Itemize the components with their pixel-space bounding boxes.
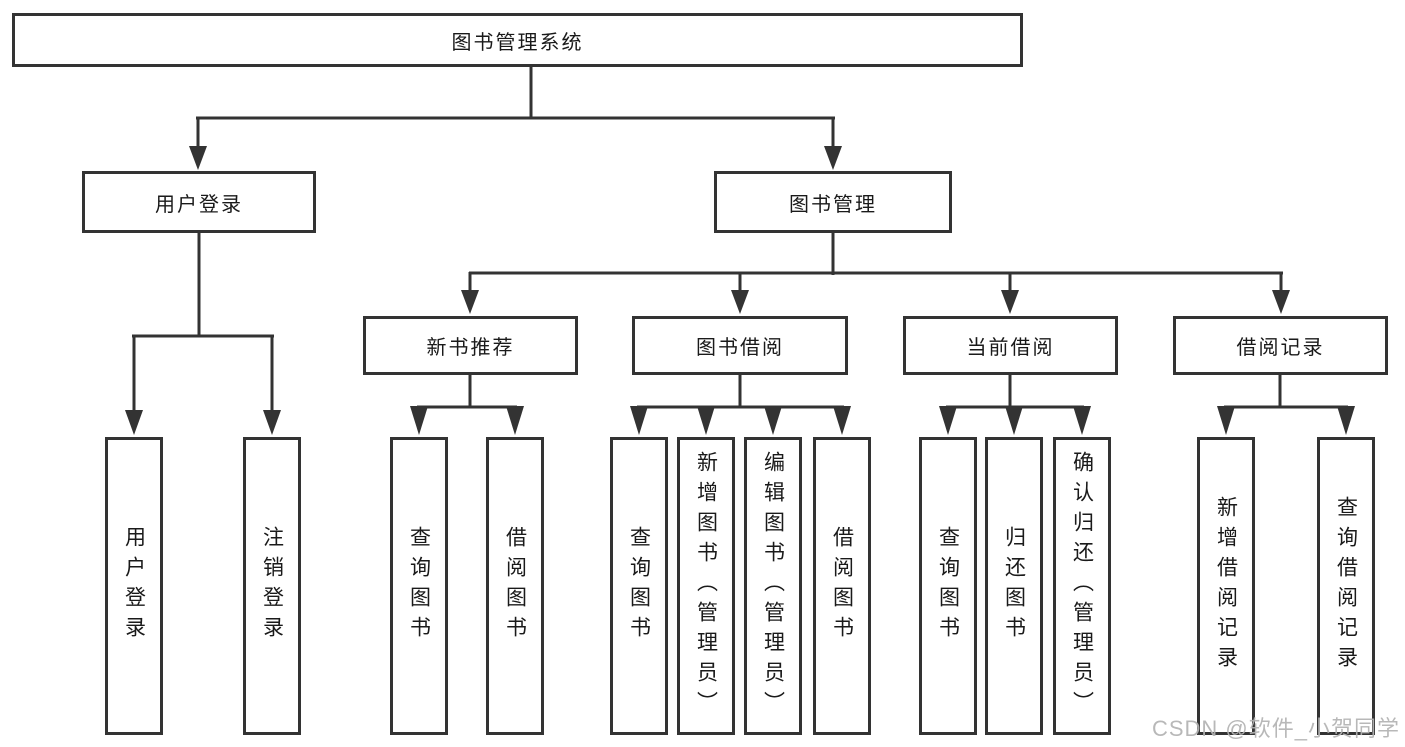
leaf-label: 确认归还（管理员） xyxy=(1070,451,1094,721)
node-book-management: 图书管理 xyxy=(714,171,952,233)
leaf-label: 查询图书 xyxy=(627,526,651,646)
leaf-label: 注销登录 xyxy=(260,526,284,646)
leaf-label: 新增借阅记录 xyxy=(1214,496,1238,676)
leaf-recommend-borrow-books: 借阅图书 xyxy=(486,437,544,735)
leaf-borrowing-borrow-books: 借阅图书 xyxy=(813,437,871,735)
node-new-book-recommend: 新书推荐 xyxy=(363,316,578,375)
leaf-borrowing-add-books-admin: 新增图书（管理员） xyxy=(677,437,735,735)
node-borrowing-records: 借阅记录 xyxy=(1173,316,1388,375)
leaf-label: 新增图书（管理员） xyxy=(694,451,718,721)
node-book-borrowing: 图书借阅 xyxy=(632,316,848,375)
node-user-login: 用户登录 xyxy=(82,171,316,233)
leaf-label: 用户登录 xyxy=(122,526,146,646)
leaf-recommend-query-books: 查询图书 xyxy=(390,437,448,735)
leaf-label: 查询借阅记录 xyxy=(1334,496,1358,676)
leaf-label: 借阅图书 xyxy=(830,526,854,646)
node-library-system: 图书管理系统 xyxy=(12,13,1023,67)
leaf-label: 归还图书 xyxy=(1002,526,1026,646)
node-current-borrowing: 当前借阅 xyxy=(903,316,1118,375)
leaf-label: 查询图书 xyxy=(407,526,431,646)
leaf-borrowing-edit-books-admin: 编辑图书（管理员） xyxy=(744,437,802,735)
leaf-current-query-books: 查询图书 xyxy=(919,437,977,735)
leaf-records-add-record: 新增借阅记录 xyxy=(1197,437,1255,735)
leaf-records-query-record: 查询借阅记录 xyxy=(1317,437,1375,735)
leaf-label: 编辑图书（管理员） xyxy=(761,451,785,721)
leaf-current-confirm-return-admin: 确认归还（管理员） xyxy=(1053,437,1111,735)
csdn-watermark: CSDN @软件_小贺同学 xyxy=(1151,716,1400,741)
leaf-current-return-books: 归还图书 xyxy=(985,437,1043,735)
leaf-label: 查询图书 xyxy=(936,526,960,646)
leaf-user-login: 用户登录 xyxy=(105,437,163,735)
leaf-label: 借阅图书 xyxy=(503,526,527,646)
leaf-borrowing-query-books: 查询图书 xyxy=(610,437,668,735)
leaf-logout: 注销登录 xyxy=(243,437,301,735)
